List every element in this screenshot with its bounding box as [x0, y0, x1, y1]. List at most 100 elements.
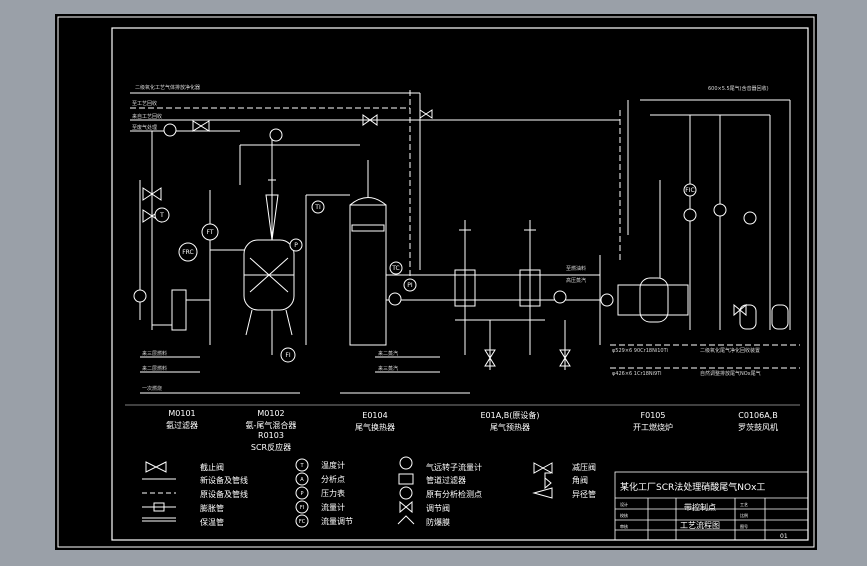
- legend-label: 异径管: [572, 489, 596, 499]
- gate-valve: [484, 349, 496, 367]
- legend-label: 分析点: [321, 474, 345, 484]
- line-label: 一次燃烧: [142, 385, 162, 392]
- spec-label: φ426×6 1Cr18Ni9Ti: [612, 371, 662, 377]
- line-label: 至燃油料: [566, 265, 586, 272]
- pipe-filter-symbol: [398, 473, 414, 485]
- equipment-tag: E0104: [362, 411, 387, 420]
- instrument-bubble: [163, 123, 177, 137]
- rupture-disk-symbol: [397, 515, 415, 525]
- furnace-chamber: [639, 277, 669, 323]
- line-label: 来二层燃料: [142, 365, 167, 372]
- spec-label: φ529×6 90Cr18Ni10Ti: [612, 348, 668, 354]
- drawing-subtitle: 带控制点: [684, 502, 716, 512]
- legend-bubble: [295, 458, 309, 472]
- instrument-tag: T: [159, 212, 164, 219]
- reactor-leg: [245, 309, 253, 336]
- equipment-name: 尾气预热器: [490, 422, 530, 432]
- preheater-body: [454, 269, 476, 307]
- control-valve-symbol: [399, 500, 413, 514]
- filter-body: [171, 289, 187, 331]
- title-field-label: 工艺: [740, 502, 748, 507]
- instrument-bubble: [133, 289, 147, 303]
- legend-bubble: [295, 472, 309, 486]
- legend-label: 新设备及管线: [200, 475, 248, 485]
- gate-valve: [192, 120, 210, 132]
- instrument-bubble: [178, 242, 198, 262]
- instrument-tag: TI: [314, 204, 321, 211]
- instrument-bubble: [201, 223, 219, 241]
- reactor-stack: [265, 194, 279, 241]
- analysis-point-symbol: [399, 486, 413, 500]
- equipment-name: 氨过滤器: [166, 420, 198, 430]
- equipment-tag: M0102: [257, 409, 284, 418]
- legend-label: 原设备及管线: [200, 489, 248, 499]
- instrument-bubble: [600, 293, 614, 307]
- header-label: 二级氧化工艺气体排放净化器: [135, 84, 200, 91]
- instrument-tag: PI: [407, 282, 413, 289]
- instrument-bubble: [154, 207, 170, 223]
- instrument-tag: FT: [206, 229, 213, 236]
- legend-label: 流量计: [321, 502, 345, 512]
- legend-bubble-letter: FI: [300, 505, 304, 511]
- drawing-subtitle: 工艺流程图: [680, 520, 720, 530]
- legend-bubble-letter: P: [300, 491, 303, 497]
- instruments: [133, 123, 757, 363]
- furnace-body: [617, 284, 689, 316]
- legend-label: 膨胀管: [200, 503, 224, 513]
- title-field-label: 校核: [620, 512, 628, 518]
- line-label: 高压蒸汽: [566, 277, 586, 284]
- instrument-bubble: [269, 128, 283, 142]
- line-label: 来三层燃料: [142, 350, 167, 357]
- instrument-bubble: [403, 278, 417, 292]
- preheater-body: [519, 269, 541, 307]
- equipment-name: 罗茨鼓风机: [738, 422, 778, 432]
- instrument-bubble: [713, 203, 727, 217]
- equipment-name: 氨-尾气混合器: [246, 420, 297, 430]
- equipment-name: 开工燃烧炉: [633, 422, 673, 432]
- instrument-bubble: [311, 200, 325, 214]
- instrument-bubble: [389, 261, 403, 275]
- legend-symbols: [142, 456, 553, 528]
- legend-label: 调节阀: [426, 504, 450, 513]
- legend-label: 压力表: [321, 488, 345, 498]
- instrument-bubble: [289, 238, 303, 252]
- line-label: 来自工艺回收: [132, 113, 162, 120]
- gate-valve: [733, 303, 747, 317]
- legend-label: 角阀: [572, 475, 588, 485]
- line-label: 至废气处理: [132, 124, 157, 131]
- legend-label: 截止阀: [200, 462, 224, 472]
- legend-bubble-letter: A: [300, 477, 304, 483]
- legend-bubble-letter: T: [299, 463, 304, 469]
- gate-valve: [142, 187, 162, 201]
- blower-body: [771, 304, 789, 330]
- gate-valve-symbol: [145, 461, 167, 473]
- equipment-tag: M0101: [168, 409, 195, 418]
- title-field-label: 审核: [620, 523, 628, 529]
- instrument-tag: P: [294, 242, 298, 249]
- equipment-tag: R0103: [258, 431, 284, 440]
- legend-label: 流量调节: [321, 516, 353, 526]
- instrument-tag: FRC: [182, 249, 194, 256]
- instrument-tag: FI: [285, 352, 290, 359]
- legend-bubble-letter: FC: [299, 519, 306, 525]
- equipment-tag: C0106A,B: [738, 411, 777, 420]
- equipment-name: SCR反应器: [251, 442, 291, 452]
- exchanger-tubes: [351, 224, 385, 232]
- gate-valve: [559, 349, 571, 367]
- instrument-tag: TC: [391, 265, 400, 272]
- outer-border: [57, 16, 815, 548]
- instrument-bubble: [280, 347, 296, 363]
- header-label: 600×5.5尾气(含音器回收): [708, 85, 769, 92]
- equipment-name: 尾气换热器: [355, 422, 395, 432]
- gate-valve: [419, 109, 433, 119]
- legend-label: 气远转子流量计: [426, 462, 482, 472]
- title-field-label: 比例: [740, 512, 748, 518]
- sheet-number: 01: [780, 533, 788, 540]
- instrument-bubble: [388, 292, 402, 306]
- reducing-valve-symbol: [533, 462, 553, 474]
- reactor-leg: [285, 309, 293, 336]
- instrument-bubble: [683, 208, 697, 222]
- instrument-bubble: [683, 183, 697, 197]
